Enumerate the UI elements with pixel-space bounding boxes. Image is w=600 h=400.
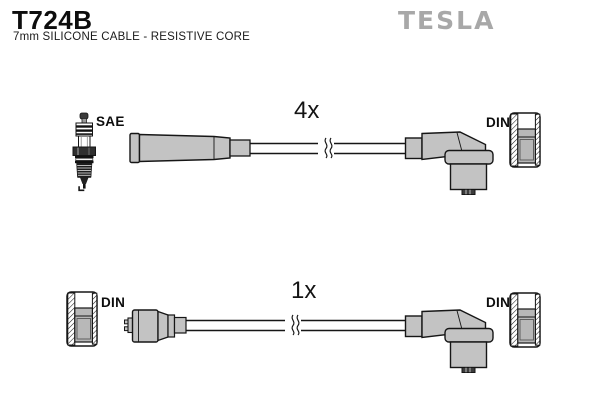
din-label-bottom-right: DIN <box>486 295 511 310</box>
din-connector-icon-bottom-right <box>509 292 541 348</box>
angled-boot-top <box>404 131 494 196</box>
sae-label: SAE <box>96 114 125 129</box>
quantity-top: 4x <box>294 97 320 124</box>
angled-boot-bottom <box>404 309 494 374</box>
part-number: T724B <box>12 5 93 35</box>
product-subtitle: 7mm SILICONE CABLE - RESISTIVE CORE <box>13 31 251 43</box>
quantity-bottom: 1x <box>291 277 317 304</box>
spark-plug-icon <box>72 112 96 192</box>
din-label-bottom-left: DIN <box>101 295 126 310</box>
straight-boot-top <box>129 132 251 164</box>
brand-logo: TESLA <box>398 6 496 35</box>
cable-break-icon <box>284 313 302 338</box>
cable-break-icon <box>317 136 335 161</box>
din-connector-icon-bottom-left <box>66 291 98 347</box>
din-connector-icon-top <box>509 112 541 168</box>
straight-boot-bottom <box>124 309 187 343</box>
din-label-top-right: DIN <box>486 115 511 130</box>
